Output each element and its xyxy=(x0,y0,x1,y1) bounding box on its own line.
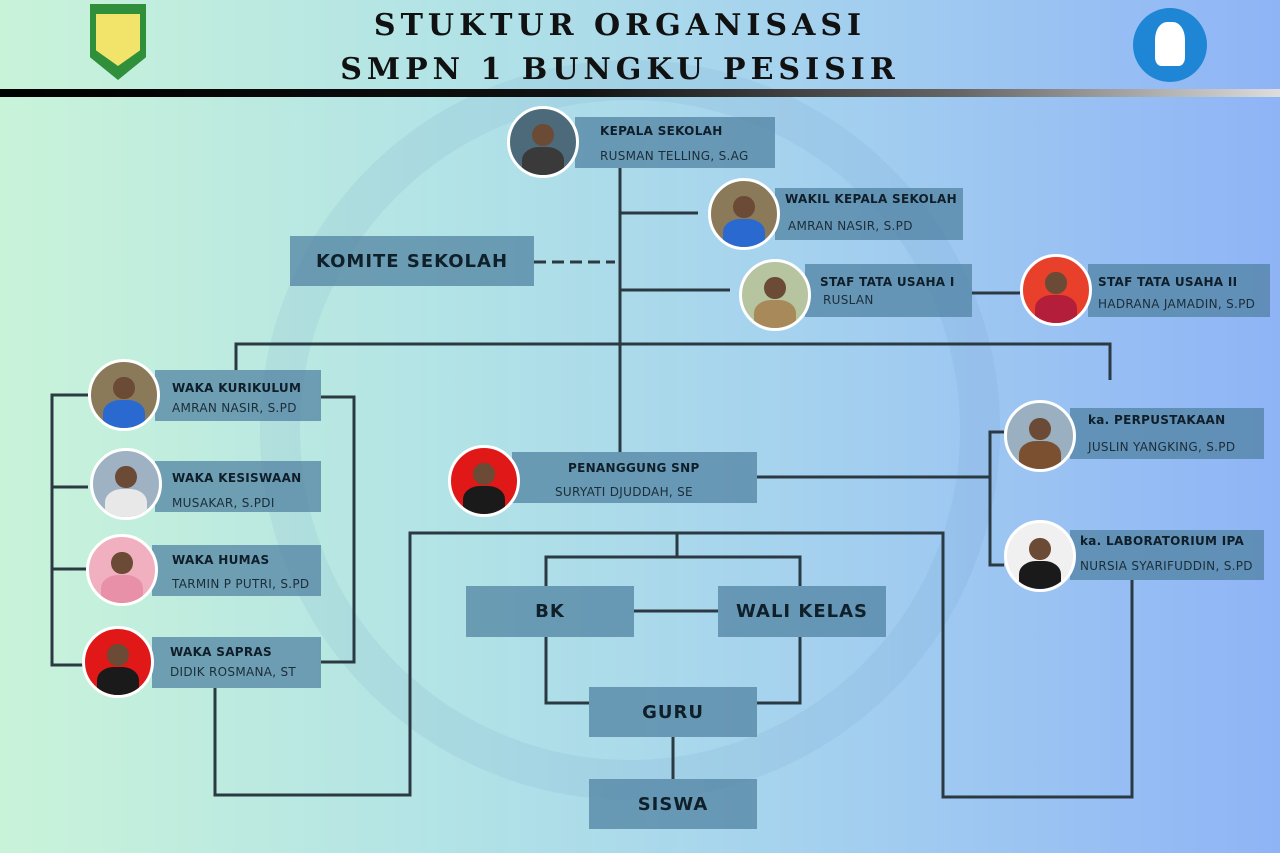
person-photo xyxy=(739,259,811,331)
person-photo-head xyxy=(1029,537,1051,560)
position-box: WAKA HUMAS TARMIN P PUTRI, S.PD xyxy=(152,545,321,596)
position-title: KEPALA SEKOLAH xyxy=(600,124,723,138)
connector xyxy=(321,395,356,664)
position-title: STAF TATA USAHA II xyxy=(1098,275,1238,289)
connector xyxy=(50,393,88,667)
header-divider xyxy=(0,89,1280,97)
person-photo-body xyxy=(96,667,140,695)
person-photo xyxy=(86,534,158,606)
person-photo xyxy=(1020,254,1092,326)
unit-box-guru: GURU xyxy=(589,687,757,737)
unit-box-siswa: SISWA xyxy=(589,779,757,829)
person-photo-body xyxy=(753,300,797,328)
unit-box-bk: BK xyxy=(466,586,634,637)
position-title: PENANGGUNG SNP xyxy=(568,461,700,475)
person-photo-body xyxy=(102,400,146,428)
position-box: ka. LABORATORIUM IPA NURSIA SYARIFUDDIN, … xyxy=(1070,530,1264,580)
person-name: HADRANA JAMADIN, S.PD xyxy=(1098,297,1256,311)
person-photo-head xyxy=(113,376,135,399)
position-box: STAF TATA USAHA I RUSLAN xyxy=(805,264,972,317)
unit-label: BK xyxy=(535,601,565,622)
position-box: WAKIL KEPALA SEKOLAH AMRAN NASIR, S.PD xyxy=(775,188,963,240)
person-photo xyxy=(507,106,579,178)
person-photo xyxy=(708,178,780,250)
page-title: STUKTUR ORGANISASI xyxy=(373,8,867,43)
person-photo-head xyxy=(473,462,495,485)
person-name: AMRAN NASIR, S.PD xyxy=(172,401,297,415)
position-box: STAF TATA USAHA II HADRANA JAMADIN, S.PD xyxy=(1088,264,1270,317)
position-box: KEPALA SEKOLAH RUSMAN TELLING, S.AG xyxy=(575,117,775,168)
connector xyxy=(757,430,1004,567)
person-photo-head xyxy=(532,123,554,146)
position-title: WAKA SAPRAS xyxy=(170,645,272,659)
person-photo-body xyxy=(1018,441,1062,469)
person-photo-head xyxy=(115,465,137,488)
person-photo xyxy=(82,626,154,698)
position-title: WAKA KESISWAAN xyxy=(172,471,302,485)
person-photo-body xyxy=(462,486,506,514)
person-name: TARMIN P PUTRI, S.PD xyxy=(172,577,310,591)
person-name: MUSAKAR, S.PDI xyxy=(172,496,275,510)
person-photo-head xyxy=(107,643,129,666)
position-box: WAKA SAPRAS DIDIK ROSMANA, ST xyxy=(152,637,321,688)
position-box: WAKA KESISWAAN MUSAKAR, S.PDI xyxy=(155,461,321,512)
person-photo-body xyxy=(100,575,144,603)
position-box: PENANGGUNG SNP SURYATI DJUDDAH, SE xyxy=(512,452,757,503)
page-subtitle: SMPN 1 BUNGKU PESISIR xyxy=(340,52,900,87)
person-photo xyxy=(448,445,520,517)
position-title: WAKIL KEPALA SEKOLAH xyxy=(785,192,957,206)
person-photo xyxy=(90,448,162,520)
person-photo-body xyxy=(1018,561,1062,589)
position-title: STAF TATA USAHA I xyxy=(820,275,955,289)
unit-label: WALI KELAS xyxy=(735,601,869,622)
position-title: ka. PERPUSTAKAAN xyxy=(1088,413,1226,427)
position-box: ka. PERPUSTAKAAN JUSLIN YANGKING, S.PD xyxy=(1070,408,1264,459)
person-photo-body xyxy=(722,219,766,247)
person-name: JUSLIN YANGKING, S.PD xyxy=(1088,440,1236,454)
unit-box-wali-kelas: WALI KELAS xyxy=(718,586,886,637)
person-photo-body xyxy=(104,489,148,517)
unit-box-komite-sekolah: KOMITE SEKOLAH xyxy=(290,236,534,286)
person-name: RUSLAN xyxy=(823,293,874,307)
unit-label: SISWA xyxy=(637,793,709,815)
connector xyxy=(544,637,802,705)
person-name: NURSIA SYARIFUDDIN, S.PD xyxy=(1080,559,1253,573)
person-photo-head xyxy=(111,551,133,574)
person-photo xyxy=(88,359,160,431)
person-photo-body xyxy=(521,147,565,175)
person-photo-body xyxy=(1034,295,1078,323)
unit-label: GURU xyxy=(642,701,704,723)
person-name: DIDIK ROSMANA, ST xyxy=(170,665,297,679)
person-name: AMRAN NASIR, S.PD xyxy=(788,219,913,233)
position-title: ka. LABORATORIUM IPA xyxy=(1080,534,1245,548)
person-photo-head xyxy=(764,276,786,299)
position-title: WAKA KURIKULUM xyxy=(172,381,302,395)
person-photo-head xyxy=(733,195,755,218)
person-photo-head xyxy=(1045,271,1067,294)
person-photo xyxy=(1004,520,1076,592)
unit-label: KOMITE SEKOLAH xyxy=(315,250,509,272)
person-name: RUSMAN TELLING, S.AG xyxy=(600,149,749,163)
person-photo-head xyxy=(1029,417,1051,440)
position-box: WAKA KURIKULUM AMRAN NASIR, S.PD xyxy=(155,370,321,421)
connector xyxy=(544,533,802,586)
person-name: SURYATI DJUDDAH, SE xyxy=(555,485,693,499)
position-title: WAKA HUMAS xyxy=(172,553,270,567)
person-photo xyxy=(1004,400,1076,472)
connector xyxy=(234,342,1112,380)
tut-wuri-handayani-logo xyxy=(1133,8,1207,82)
